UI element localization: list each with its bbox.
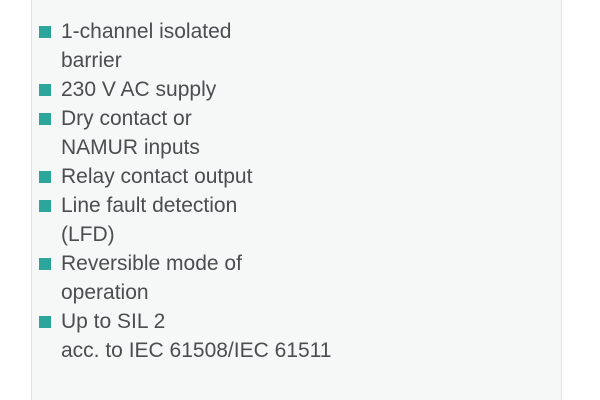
feature-panel: 1-channel isolated barrier 230 V AC supp… (31, 0, 562, 400)
feature-item: 230 V AC supply (39, 75, 521, 104)
square-bullet-icon (39, 26, 51, 38)
square-bullet-icon (39, 171, 51, 183)
square-bullet-icon (39, 200, 51, 212)
feature-item: Dry contact or NAMUR inputs (39, 104, 521, 162)
feature-list: 1-channel isolated barrier 230 V AC supp… (39, 17, 521, 365)
feature-item: Reversible mode of operation (39, 249, 521, 307)
feature-text: (LFD) (61, 223, 115, 246)
square-bullet-icon (39, 113, 51, 125)
square-bullet-icon (39, 258, 51, 270)
square-bullet-icon (39, 84, 51, 96)
feature-text: operation (61, 281, 149, 304)
feature-text: Line fault detection (61, 194, 238, 217)
feature-item: Up to SIL 2 acc. to IEC 61508/IEC 61511 (39, 307, 521, 365)
feature-text: Reversible mode of (61, 252, 242, 275)
feature-text: NAMUR inputs (61, 136, 200, 159)
feature-text: Relay contact output (61, 165, 253, 188)
feature-text: Dry contact or (61, 107, 192, 130)
feature-text: Up to SIL 2 (61, 310, 166, 333)
feature-text: barrier (61, 49, 122, 72)
feature-item: Line fault detection (LFD) (39, 191, 521, 249)
feature-text: acc. to IEC 61508/IEC 61511 (61, 339, 332, 362)
feature-text: 230 V AC supply (61, 78, 217, 101)
feature-text: 1-channel isolated (61, 20, 232, 43)
feature-item: Relay contact output (39, 162, 521, 191)
square-bullet-icon (39, 316, 51, 328)
feature-item: 1-channel isolated barrier (39, 17, 521, 75)
